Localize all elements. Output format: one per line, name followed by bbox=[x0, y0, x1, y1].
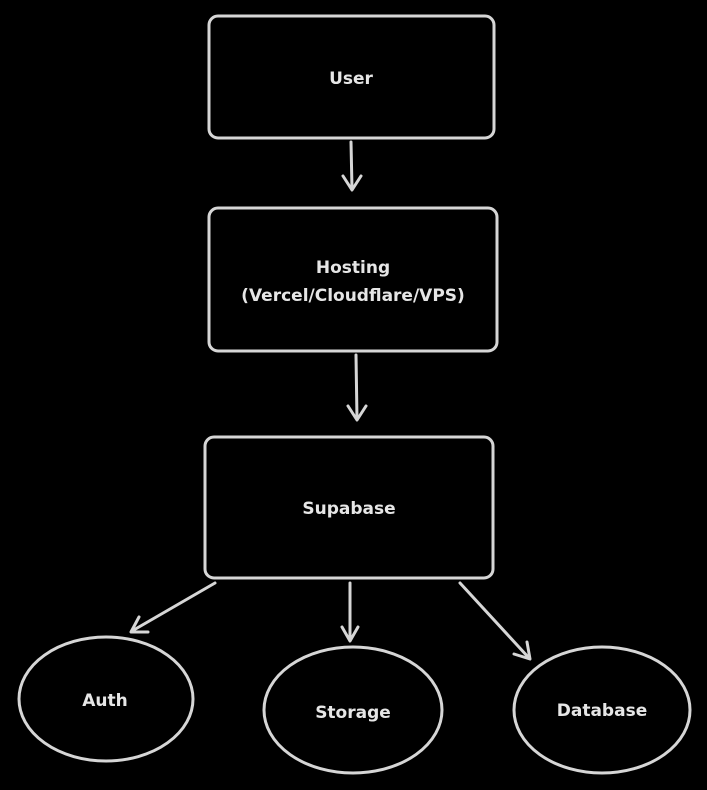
node-supabase: Supabase bbox=[203, 435, 495, 580]
node-hosting-label-line1: Hosting bbox=[316, 258, 390, 278]
edges bbox=[129, 140, 532, 661]
edge-supabase-to-storage bbox=[340, 581, 360, 643]
node-supabase-label: Supabase bbox=[302, 499, 395, 519]
node-user: User bbox=[207, 14, 496, 140]
node-auth: Auth bbox=[17, 635, 195, 763]
edge-hosting-to-supabase bbox=[346, 353, 368, 422]
node-auth-label: Auth bbox=[82, 691, 128, 711]
edge-user-to-hosting bbox=[341, 140, 363, 192]
node-storage-label: Storage bbox=[315, 703, 391, 723]
node-user-label: User bbox=[329, 69, 373, 89]
node-database: Database bbox=[512, 645, 692, 775]
node-hosting-label-line2: (Vercel/Cloudflare/VPS) bbox=[241, 286, 465, 306]
node-database-label: Database bbox=[557, 701, 647, 721]
edge-supabase-to-auth bbox=[129, 581, 217, 634]
node-storage: Storage bbox=[262, 645, 444, 775]
node-hosting: Hosting (Vercel/Cloudflare/VPS) bbox=[207, 206, 499, 353]
edge-supabase-to-database bbox=[458, 581, 532, 661]
